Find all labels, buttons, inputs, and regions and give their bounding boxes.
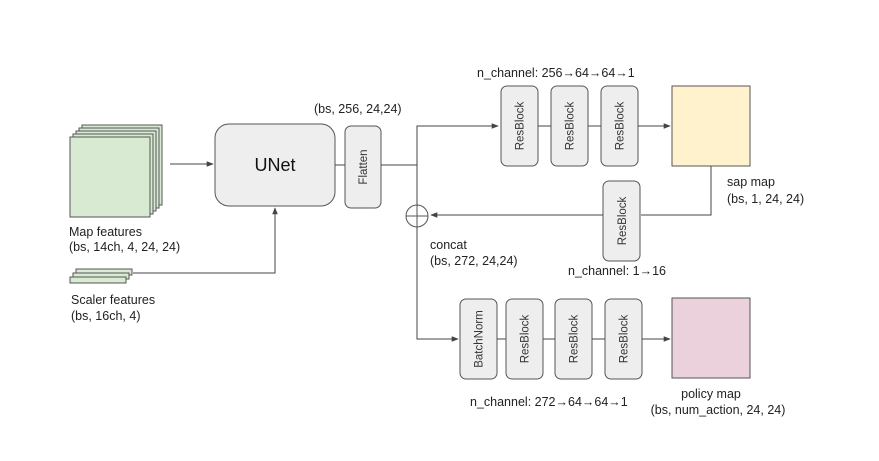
map-features-stack [69,124,163,218]
sap-map [671,85,751,167]
feedback-resblock [602,180,641,262]
policy-branch-resblock-label: ResBlock [619,314,631,363]
arrow-scaler-to-unet [133,207,278,274]
line-sap-map-to-feedback [641,166,712,216]
unet-label: UNet [254,155,295,175]
policy-map-shape: (bs, num_action, 24, 24) [651,403,786,417]
unet-output-shape: (bs, 256, 24,24) [314,102,402,116]
policy-branch-channels: n_channel: 272→64→64→1 [470,395,628,409]
sap-branch-resblock-label: ResBlock [615,101,627,150]
sap-branch-channels: n_channel: 256→64→64→1 [477,66,635,80]
concat-node [405,204,429,228]
sap-map-label: sap map [727,175,775,189]
concat-label: concat [430,238,467,252]
scaler-features-stack [69,268,133,284]
scaler-features-label: Scaler features [71,293,155,307]
flatten-label: Flatten [358,149,370,184]
flatten-block [344,125,382,209]
policy-branch-batchnorm-label: BatchNorm [474,310,486,368]
map-feature-layer [69,136,151,218]
policy-branch-resblock-label: ResBlock [520,314,532,363]
arrow-concat-to-policy-branch [416,227,459,342]
map-features-shape: (bs, 14ch, 4, 24, 24) [69,240,180,254]
sap-branch-blocks: ResBlock ResBlock ResBlock [500,85,671,167]
sap-branch-resblock-label: ResBlock [515,101,527,150]
policy-branch-resblock-label: ResBlock [569,314,581,363]
feedback-channels: n_channel: 1→16 [568,264,666,278]
map-features-label: Map features [69,225,142,239]
policy-branch-blocks: BatchNorm ResBlock ResBlock ResBlock [459,298,671,380]
policy-map-label: policy map [681,387,741,401]
sap-branch-resblock-label: ResBlock [565,101,577,150]
arrow-trunk-to-sap-branch [416,123,499,165]
policy-map [671,297,751,379]
concat-shape: (bs, 272, 24,24) [430,254,518,268]
scaler-feature-layer [69,276,127,284]
feedback-resblock-label: ResBlock [617,196,629,245]
scaler-features-shape: (bs, 16ch, 4) [71,309,140,323]
sap-map-shape: (bs, 1, 24, 24) [727,192,804,206]
